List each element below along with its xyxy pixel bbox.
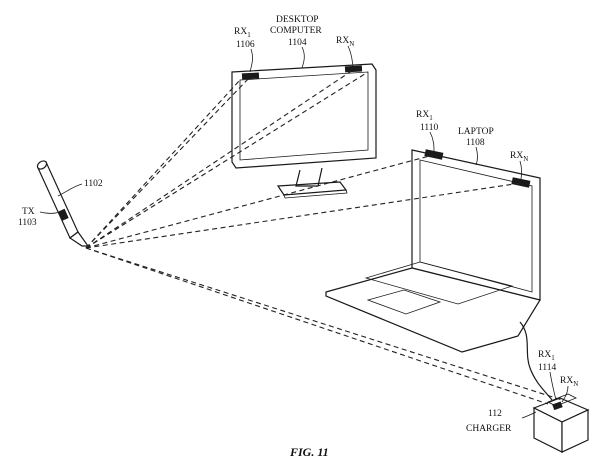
leader-lines	[39, 45, 569, 419]
charger-rx1-ref: 1114	[538, 363, 557, 373]
laptop-rxn-label: RX	[510, 151, 523, 161]
laptop-rx1-ref: 1110	[420, 123, 439, 133]
stylus	[36, 160, 90, 247]
desktop-title-line2: COMPUTER	[270, 26, 322, 36]
desktop-rx1-label: RX	[234, 27, 247, 37]
desktop-rxn-label: RX	[336, 36, 349, 46]
tx-ref: 1103	[18, 218, 37, 228]
svg-text:RXN: RXN	[510, 151, 528, 163]
charger-cable	[519, 321, 553, 401]
svg-text:RXN: RXN	[336, 36, 354, 48]
svg-text:RX1: RX1	[538, 350, 555, 362]
charger	[532, 393, 590, 453]
charger-ref: 112	[488, 409, 502, 419]
charger-rx1-label: RX	[538, 350, 551, 360]
labels: RX1 1106 DESKTOP COMPUTER 1104 RXN RX1 1…	[18, 15, 578, 459]
charger-rx-receiver	[552, 401, 563, 411]
signal-to-desktop-rxn	[85, 69, 354, 249]
laptop-title: LAPTOP	[458, 127, 494, 137]
charger-rxn-label: RX	[560, 376, 573, 386]
signal-to-desktop-rx1	[85, 76, 251, 249]
signal-lines	[85, 69, 563, 405]
stylus-ref: 1102	[84, 179, 103, 189]
desktop-ref: 1104	[288, 38, 307, 48]
tx-label: TX	[22, 207, 35, 217]
signal-to-charger-a	[85, 247, 549, 405]
desktop-rxn-receiver	[344, 65, 363, 73]
svg-text:RX1: RX1	[416, 110, 433, 122]
desktop-title-line1: DESKTOP	[276, 15, 319, 25]
figure-caption: FIG. 11	[289, 445, 329, 459]
desktop-computer	[231, 63, 377, 199]
charger-title: CHARGER	[466, 424, 512, 434]
laptop	[325, 149, 541, 353]
desktop-rx1-receiver	[241, 72, 260, 80]
laptop-ref: 1108	[466, 138, 485, 148]
laptop-rx1-label: RX	[416, 110, 429, 120]
signal-to-laptop-rxn	[85, 182, 522, 249]
signal-to-charger-b	[85, 247, 563, 401]
desktop-rx1-ref: 1106	[236, 40, 255, 50]
svg-text:RXN: RXN	[560, 376, 578, 388]
svg-text:RX1: RX1	[234, 27, 251, 39]
signal-to-laptop-rx1	[85, 154, 434, 249]
laptop-rxn-receiver	[511, 177, 531, 188]
laptop-rx1-receiver	[424, 149, 444, 160]
